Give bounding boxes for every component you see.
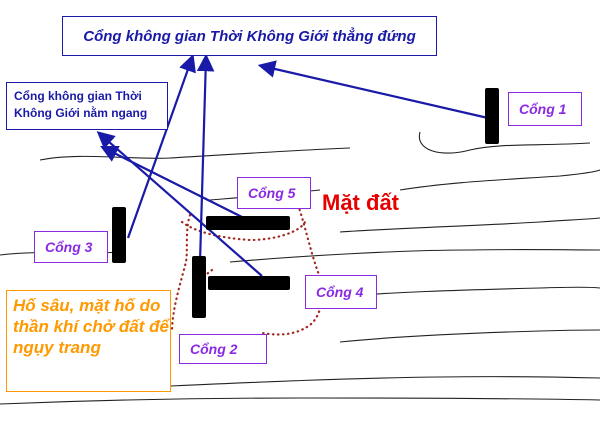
gate5-label: Cổng 5 bbox=[248, 185, 296, 201]
ground-line bbox=[399, 169, 601, 191]
gate1-bar bbox=[485, 88, 499, 144]
gate2-bar bbox=[192, 256, 206, 318]
gate4-label-box: Cổng 4 bbox=[305, 275, 377, 309]
gate5-bar bbox=[206, 216, 290, 230]
ground-line bbox=[229, 249, 601, 263]
gate1-label-box: Cổng 1 bbox=[508, 92, 582, 126]
vertical-gate-title-box: Cổng không gian Thời Không Giới thẳng đứ… bbox=[62, 16, 437, 56]
gate4-label: Cổng 4 bbox=[316, 284, 364, 300]
gate3-bar bbox=[112, 207, 126, 263]
arrow-gate3-to-vertical bbox=[126, 53, 196, 239]
horizontal-gate-label: Cổng không gian Thời Không Giới nằm ngan… bbox=[14, 89, 148, 120]
pit-note-box: Hố sâu, mặt hố do thần khí chở đất để ng… bbox=[6, 290, 171, 392]
gate3-label: Cổng 3 bbox=[45, 239, 93, 255]
arrow-gate2-to-vertical bbox=[196, 53, 215, 263]
ground-line bbox=[339, 217, 601, 233]
arrow-gate4-to-horizontal bbox=[96, 131, 263, 277]
vertical-gate-title: Cổng không gian Thời Không Giới thẳng đứ… bbox=[83, 27, 416, 45]
ground-line bbox=[170, 376, 601, 387]
gate2-label-box: Cổng 2 bbox=[179, 334, 267, 364]
gate3-label-box: Cổng 3 bbox=[34, 231, 108, 263]
pit-note: Hố sâu, mặt hố do thần khí chở đất để ng… bbox=[13, 296, 169, 357]
ground-line bbox=[0, 397, 601, 405]
arrows bbox=[96, 53, 489, 277]
surface-label: Mặt đất bbox=[322, 190, 399, 215]
arrow-gate1-to-vertical bbox=[257, 60, 489, 120]
ground-line bbox=[418, 131, 591, 154]
ground-line bbox=[39, 147, 351, 161]
gate1-label: Cổng 1 bbox=[519, 101, 567, 117]
gate5-label-box: Cổng 5 bbox=[237, 177, 311, 209]
ground-line bbox=[339, 329, 601, 343]
horizontal-gate-label-box: Cổng không gian Thời Không Giới nằm ngan… bbox=[6, 82, 168, 130]
gate2-label: Cổng 2 bbox=[190, 341, 238, 357]
gate4-bar bbox=[208, 276, 290, 290]
gate-bars bbox=[112, 88, 499, 318]
